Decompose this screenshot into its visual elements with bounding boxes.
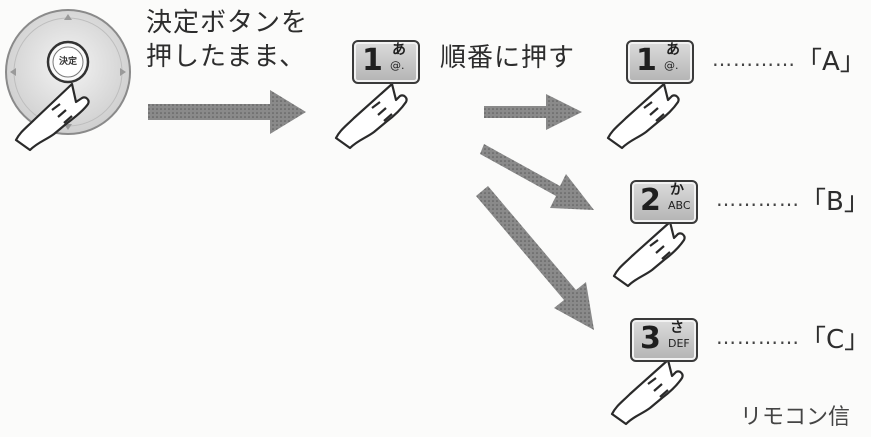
key-1-button[interactable]: 1 あ @. (626, 40, 694, 84)
instruction-text: 決定ボタンを 押したまま、 (146, 6, 308, 74)
leader-dots: ………… (716, 325, 800, 349)
arrow-to-3 (476, 186, 594, 330)
result-label: 「A」 (796, 47, 866, 77)
result-label: 「C」 (800, 325, 871, 355)
instruction-line-2: 押したまま、 (146, 42, 307, 72)
leader-dots: ………… (712, 47, 796, 71)
step-label: 順番に押す (440, 43, 576, 73)
key-sub: DEF (668, 337, 690, 350)
key-number: 1 (362, 43, 383, 78)
left-arrow-icon (10, 68, 16, 76)
key-kana: あ (392, 42, 406, 58)
footer-text: リモコン信 (740, 405, 851, 430)
arrows (148, 90, 594, 330)
key-number: 2 (640, 183, 661, 218)
key-sub: @. (664, 59, 679, 72)
result-b: …………「B」 (716, 184, 870, 217)
dpad (5, 9, 131, 135)
right-arrow-icon (120, 68, 126, 76)
hand-icon-group (14, 82, 686, 426)
key-kana: あ (666, 42, 680, 58)
hand-icon (610, 358, 684, 426)
hand-icon (334, 82, 408, 150)
arrow-to-1 (484, 94, 582, 130)
result-a: …………「A」 (712, 44, 866, 77)
key-number: 3 (640, 321, 661, 356)
key-sub: ABC (668, 199, 691, 212)
key-kana: さ (670, 320, 684, 336)
key-kana: か (670, 182, 684, 198)
hand-icon (14, 82, 90, 152)
down-arrow-icon (64, 124, 72, 130)
result-c: …………「C」 (716, 322, 870, 355)
hand-icon (612, 220, 686, 288)
leader-dots: ………… (716, 187, 800, 211)
result-label: 「B」 (800, 187, 870, 217)
key-1-button[interactable]: 1 あ @. (352, 40, 420, 84)
arrow-to-2 (480, 144, 594, 210)
key-sub: @. (390, 59, 405, 72)
hand-icon (606, 82, 680, 150)
instruction-line-1: 決定ボタンを (146, 8, 309, 38)
key-number: 1 (636, 43, 657, 78)
dpad-ok-label[interactable]: 決定 (58, 57, 77, 67)
key-3-button[interactable]: 3 さ DEF (630, 318, 698, 362)
up-arrow-icon (64, 14, 72, 20)
key-2-button[interactable]: 2 か ABC (630, 180, 698, 224)
arrow-main (148, 90, 306, 134)
